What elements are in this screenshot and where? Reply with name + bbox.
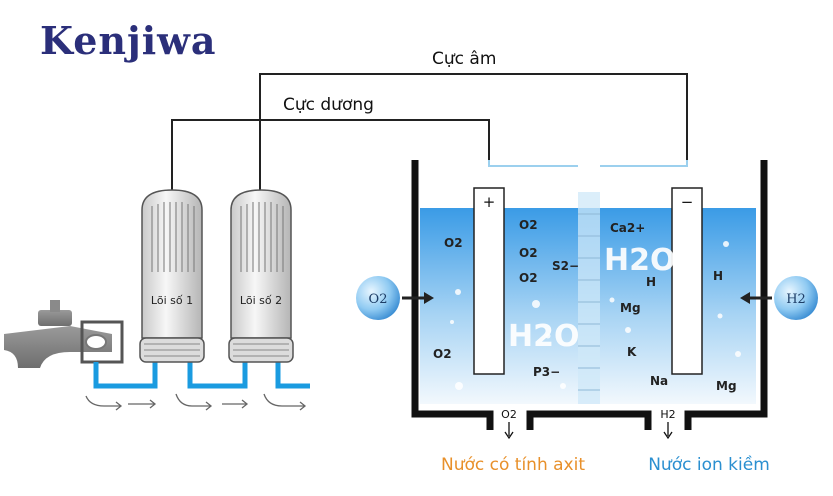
- positive-wire-label: Cực dương: [283, 95, 374, 115]
- water-pipes: [93, 362, 310, 389]
- left-ion: O2: [519, 271, 538, 285]
- filter-cartridge-2: Lõi số 2: [228, 189, 294, 363]
- h2-gas-bubble: H2: [740, 276, 818, 320]
- right-ion: Mg: [716, 379, 737, 393]
- alkaline-outlet: H2 Nước ion kiềm: [648, 408, 770, 475]
- acid-water-label: Nước có tính axit: [441, 455, 585, 475]
- svg-text:O2: O2: [369, 292, 388, 307]
- brand-logo: Kenjiwa: [40, 18, 217, 63]
- left-chamber: O2 O2 O2 O2 O2 S2− P3− H2O: [433, 218, 579, 379]
- decorative-bubbles: [450, 241, 741, 390]
- wires: Cực âm Cực dương: [171, 49, 688, 190]
- negative-electrode: [671, 187, 703, 375]
- left-ion: S2−: [552, 259, 579, 273]
- svg-text:H2: H2: [786, 292, 806, 307]
- right-ion: H: [713, 269, 723, 283]
- positive-sign: +: [483, 193, 496, 211]
- left-ion: O2: [519, 218, 538, 232]
- left-ion: O2: [444, 236, 463, 250]
- faucet-icon: [4, 300, 124, 368]
- filter-cartridge-1: Lõi số 1: [139, 189, 205, 363]
- filter-2-label: Lõi số 2: [240, 294, 282, 307]
- right-ion: H: [646, 275, 656, 289]
- membrane: [578, 192, 600, 404]
- negative-sign: −: [681, 193, 694, 211]
- right-ion: Mg: [620, 301, 641, 315]
- left-water-label: H2O: [508, 319, 579, 354]
- right-ion: Ca2+: [610, 221, 645, 235]
- negative-wire: [259, 73, 688, 190]
- flow-arrows: [85, 393, 307, 411]
- right-ion: Na: [650, 374, 668, 388]
- negative-wire-label: Cực âm: [432, 49, 496, 69]
- alkaline-outlet-gas: H2: [660, 408, 675, 421]
- left-ion: O2: [519, 246, 538, 260]
- electrolysis-tank: + −: [411, 160, 768, 430]
- right-chamber: Ca2+ H H Mg K Na Mg H2O: [604, 221, 737, 393]
- right-ion: K: [627, 345, 637, 359]
- positive-wire: [171, 119, 490, 190]
- acid-outlet: O2 Nước có tính axit: [441, 408, 585, 475]
- o2-gas-bubble: O2: [356, 276, 434, 320]
- acid-outlet-gas: O2: [501, 408, 517, 421]
- alkaline-water-label: Nước ion kiềm: [648, 454, 770, 475]
- positive-electrode: [473, 187, 505, 375]
- left-ion: P3−: [533, 365, 560, 379]
- left-ion: O2: [433, 347, 452, 361]
- filter-1-label: Lõi số 1: [151, 294, 193, 307]
- right-water-label: H2O: [604, 243, 675, 278]
